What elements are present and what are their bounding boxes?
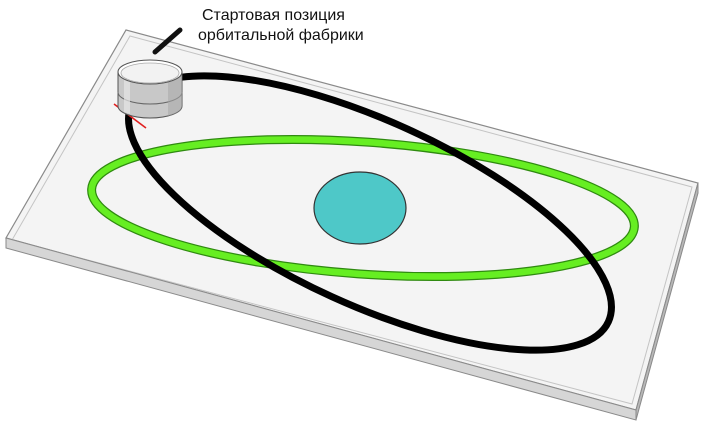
green-orbit [87, 134, 639, 282]
annotation-label: Стартовая позиция орбитальной фабрики [198, 7, 364, 44]
annotation-line-1: Стартовая позиция [202, 7, 345, 24]
annotation-line-2: орбитальной фабрики [198, 27, 364, 44]
orbital-factory-cylinder-icon [117, 59, 183, 119]
central-planet [313, 171, 407, 245]
board-edge-right [635, 182, 699, 421]
board-inner-rim [11, 35, 693, 405]
annotation-pointer [152, 27, 183, 55]
